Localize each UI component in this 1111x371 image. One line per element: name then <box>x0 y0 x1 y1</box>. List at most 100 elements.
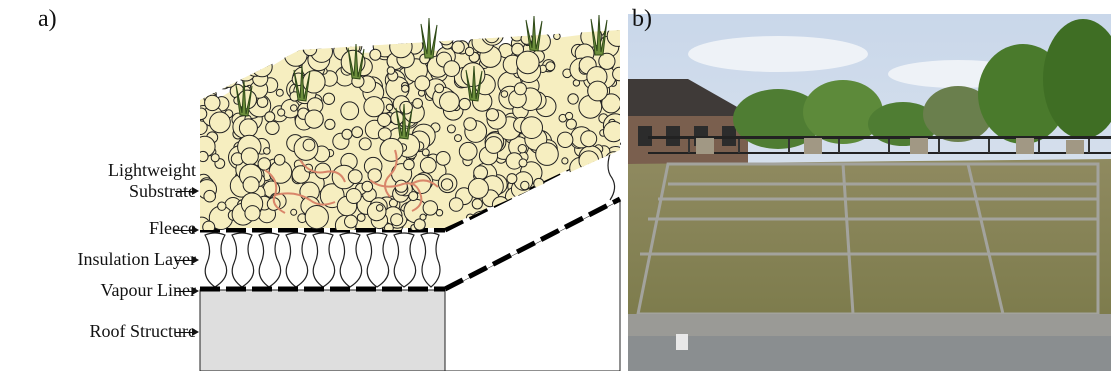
substrate-pebble <box>200 150 209 163</box>
substrate-pebble <box>434 83 445 94</box>
substrate-pebble <box>385 103 394 112</box>
substrate-pebble <box>439 91 460 112</box>
substrate-pebble <box>204 94 221 112</box>
substrate-pebble <box>414 75 431 92</box>
substrate-pebble <box>304 205 329 230</box>
substrate-pebble <box>272 36 284 47</box>
substrate-pebble <box>260 53 274 67</box>
vapour-liner <box>200 196 622 292</box>
substrate-pebble <box>222 30 240 40</box>
substrate-pebble <box>375 204 384 212</box>
roof-structure-front <box>199 289 446 371</box>
substrate-pebble <box>606 30 620 47</box>
substrate-pebble <box>463 117 477 131</box>
substrate-pebble <box>273 154 286 166</box>
substrate-pebble <box>264 111 276 123</box>
layer-label-fleece: Fleece <box>149 218 196 238</box>
substrate-pebble <box>308 30 319 36</box>
substrate-pebble <box>565 111 574 121</box>
substrate-pebble <box>210 153 220 163</box>
substrate-pebble <box>207 30 232 56</box>
roof-structure-side <box>444 199 621 371</box>
substrate-pebble <box>421 148 430 157</box>
substrate-pebble <box>413 218 426 230</box>
substrate-pebble <box>238 30 249 39</box>
substrate-pebble <box>219 69 238 88</box>
substrate-pebble <box>419 213 427 221</box>
arrow-right-icon <box>192 226 199 234</box>
substrate-pebble <box>318 30 337 45</box>
substrate-pebble <box>229 38 241 49</box>
substrate-pebble <box>231 67 241 77</box>
substrate-pebble <box>399 100 413 115</box>
substrate-pebble <box>389 34 413 59</box>
arrow-right-icon <box>192 287 199 295</box>
substrate-pebble <box>401 84 410 93</box>
substrate-pebble <box>361 180 374 193</box>
substrate-pebble <box>356 213 366 222</box>
substrate-pebble <box>386 66 396 75</box>
green-roof-layer-diagram <box>199 14 622 371</box>
substrate-pebble <box>246 30 267 43</box>
substrate-pebble <box>265 120 280 136</box>
substrate-pebble <box>369 48 382 61</box>
substrate-pebble <box>403 158 415 171</box>
substrate-pebble <box>324 118 336 131</box>
substrate-pebble <box>200 107 208 121</box>
substrate-pebble <box>205 66 218 79</box>
substrate-pebble <box>244 205 261 222</box>
substrate-pebble <box>295 33 310 47</box>
substrate-pebble <box>377 112 392 128</box>
substrate-pebble <box>200 70 219 94</box>
substrate-pebble <box>419 156 437 174</box>
substrate-pebble <box>458 97 471 111</box>
arrow-right-icon <box>192 187 199 195</box>
substrate-pebble <box>451 40 465 54</box>
substrate-pebble <box>203 30 229 50</box>
substrate-pebble <box>242 176 260 194</box>
substrate-pebble <box>412 98 424 109</box>
substrate-pebble <box>440 178 454 191</box>
substrate-pebble <box>200 61 211 80</box>
substrate-pebble <box>235 60 257 82</box>
arrow-right-icon <box>192 256 199 264</box>
insulation-layer <box>200 231 445 289</box>
arrow-right-icon <box>175 291 195 292</box>
substrate-pebble <box>484 136 503 154</box>
substrate-pebble <box>473 165 489 181</box>
layer-label-vapour: Vapour Liner <box>100 280 196 300</box>
substrate-pebble <box>302 138 316 152</box>
substrate-pebble <box>344 214 358 229</box>
substrate-pebble <box>201 60 214 73</box>
substrate-pebble <box>226 46 238 58</box>
substrate-pebble <box>304 109 324 129</box>
panel-a-label: a) <box>38 6 57 32</box>
substrate-pebble <box>437 30 455 46</box>
substrate-pebble <box>269 39 280 50</box>
substrate-pebble <box>454 134 462 143</box>
substrate-pebble <box>446 124 456 134</box>
substrate-pebble <box>518 158 528 168</box>
substrate-pebble <box>290 208 298 216</box>
substrate-pebble <box>341 128 353 140</box>
substrate-pebble <box>226 30 243 43</box>
substrate-pebble <box>422 200 438 216</box>
substrate-pebble <box>233 31 256 54</box>
substrate-pebble <box>485 108 499 122</box>
substrate-pebble <box>471 198 483 210</box>
substrate-pebble <box>290 104 298 112</box>
substrate-pebble <box>516 50 540 75</box>
substrate-pebble <box>223 30 247 54</box>
substrate-pebble <box>303 42 318 57</box>
substrate-pebble <box>240 147 259 166</box>
substrate-pebble <box>587 80 608 102</box>
layer-label-insulation: Insulation Layer <box>77 249 196 269</box>
substrate-pebble <box>322 92 336 106</box>
substrate-pebble <box>467 177 489 199</box>
arrow-right-icon <box>175 332 195 333</box>
layer-label-roof: Roof Structure <box>89 321 196 341</box>
substrate-pebble <box>598 52 616 70</box>
substrate-pebble <box>246 48 257 59</box>
substrate-pebble <box>259 30 282 42</box>
substrate-pebble <box>500 90 509 98</box>
